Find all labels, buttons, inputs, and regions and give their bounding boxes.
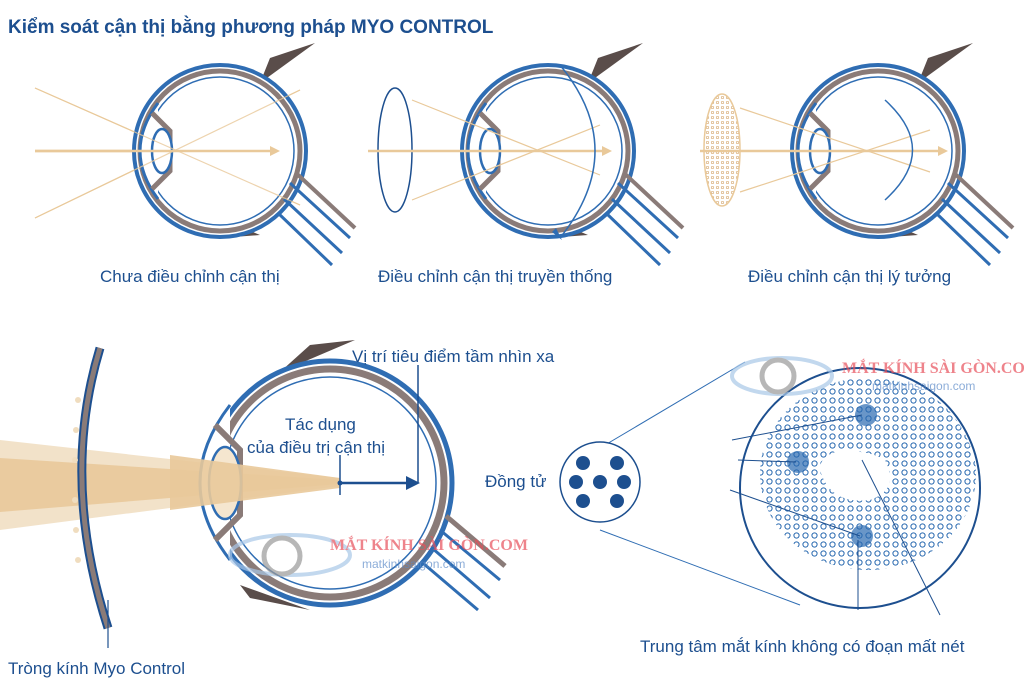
eye-illustration-2 xyxy=(462,43,683,265)
panel-myo-lens-effect: Vị trí tiêu điểm tầm nhìn xa Tác dụng củ… xyxy=(0,340,555,678)
watermark-logo-1: MẮT KÍNH SÀI GÒN.COM matkinhsaigon.com xyxy=(228,533,528,577)
watermark-logo-2: MẮT KÍNH SÀI GÒN.COM matkinhsaigon.com xyxy=(730,356,1024,396)
eye-illustration-3 xyxy=(792,43,1013,265)
effect-label-line1: Tác dụng xyxy=(285,415,356,434)
watermark-domain-2: matkinhsaigon.com xyxy=(872,379,975,393)
watermark-domain-1: matkinhsaigon.com xyxy=(362,557,465,571)
far-focus-label: Vị trí tiêu điểm tầm nhìn xa xyxy=(352,347,555,366)
caption-ideal: Điều chỉnh cận thị lý tưởng xyxy=(748,267,951,286)
watermark-brand-2: MẮT KÍNH SÀI GÒN.COM xyxy=(842,358,1024,377)
effect-label-line2: của điều trị cận thị xyxy=(247,438,385,457)
page-title: Kiểm soát cận thị bằng phương pháp MYO C… xyxy=(8,16,494,38)
pupil-label: Đồng tử xyxy=(485,472,546,491)
lens-label: Tròng kính Myo Control xyxy=(8,659,185,678)
panel-pupil-zoom: Đồng tử Trung tâm mắt kính không có đoạn… xyxy=(485,361,981,656)
panel-uncorrected: Chưa điều chỉnh cận thị xyxy=(34,43,355,286)
caption-traditional: Điều chỉnh cận thị truyền thống xyxy=(378,267,612,286)
watermark-brand-1: MẮT KÍNH SÀI GÒN.COM xyxy=(330,535,528,554)
panel-ideal: Điều chỉnh cận thị lý tưởng xyxy=(700,43,1013,286)
caption-uncorrected: Chưa điều chỉnh cận thị xyxy=(100,267,280,286)
pupil-dots xyxy=(569,456,631,508)
center-label: Trung tâm mắt kính không có đoạn mất nét xyxy=(640,637,965,656)
panel-traditional: Điều chỉnh cận thị truyền thống xyxy=(368,43,683,286)
